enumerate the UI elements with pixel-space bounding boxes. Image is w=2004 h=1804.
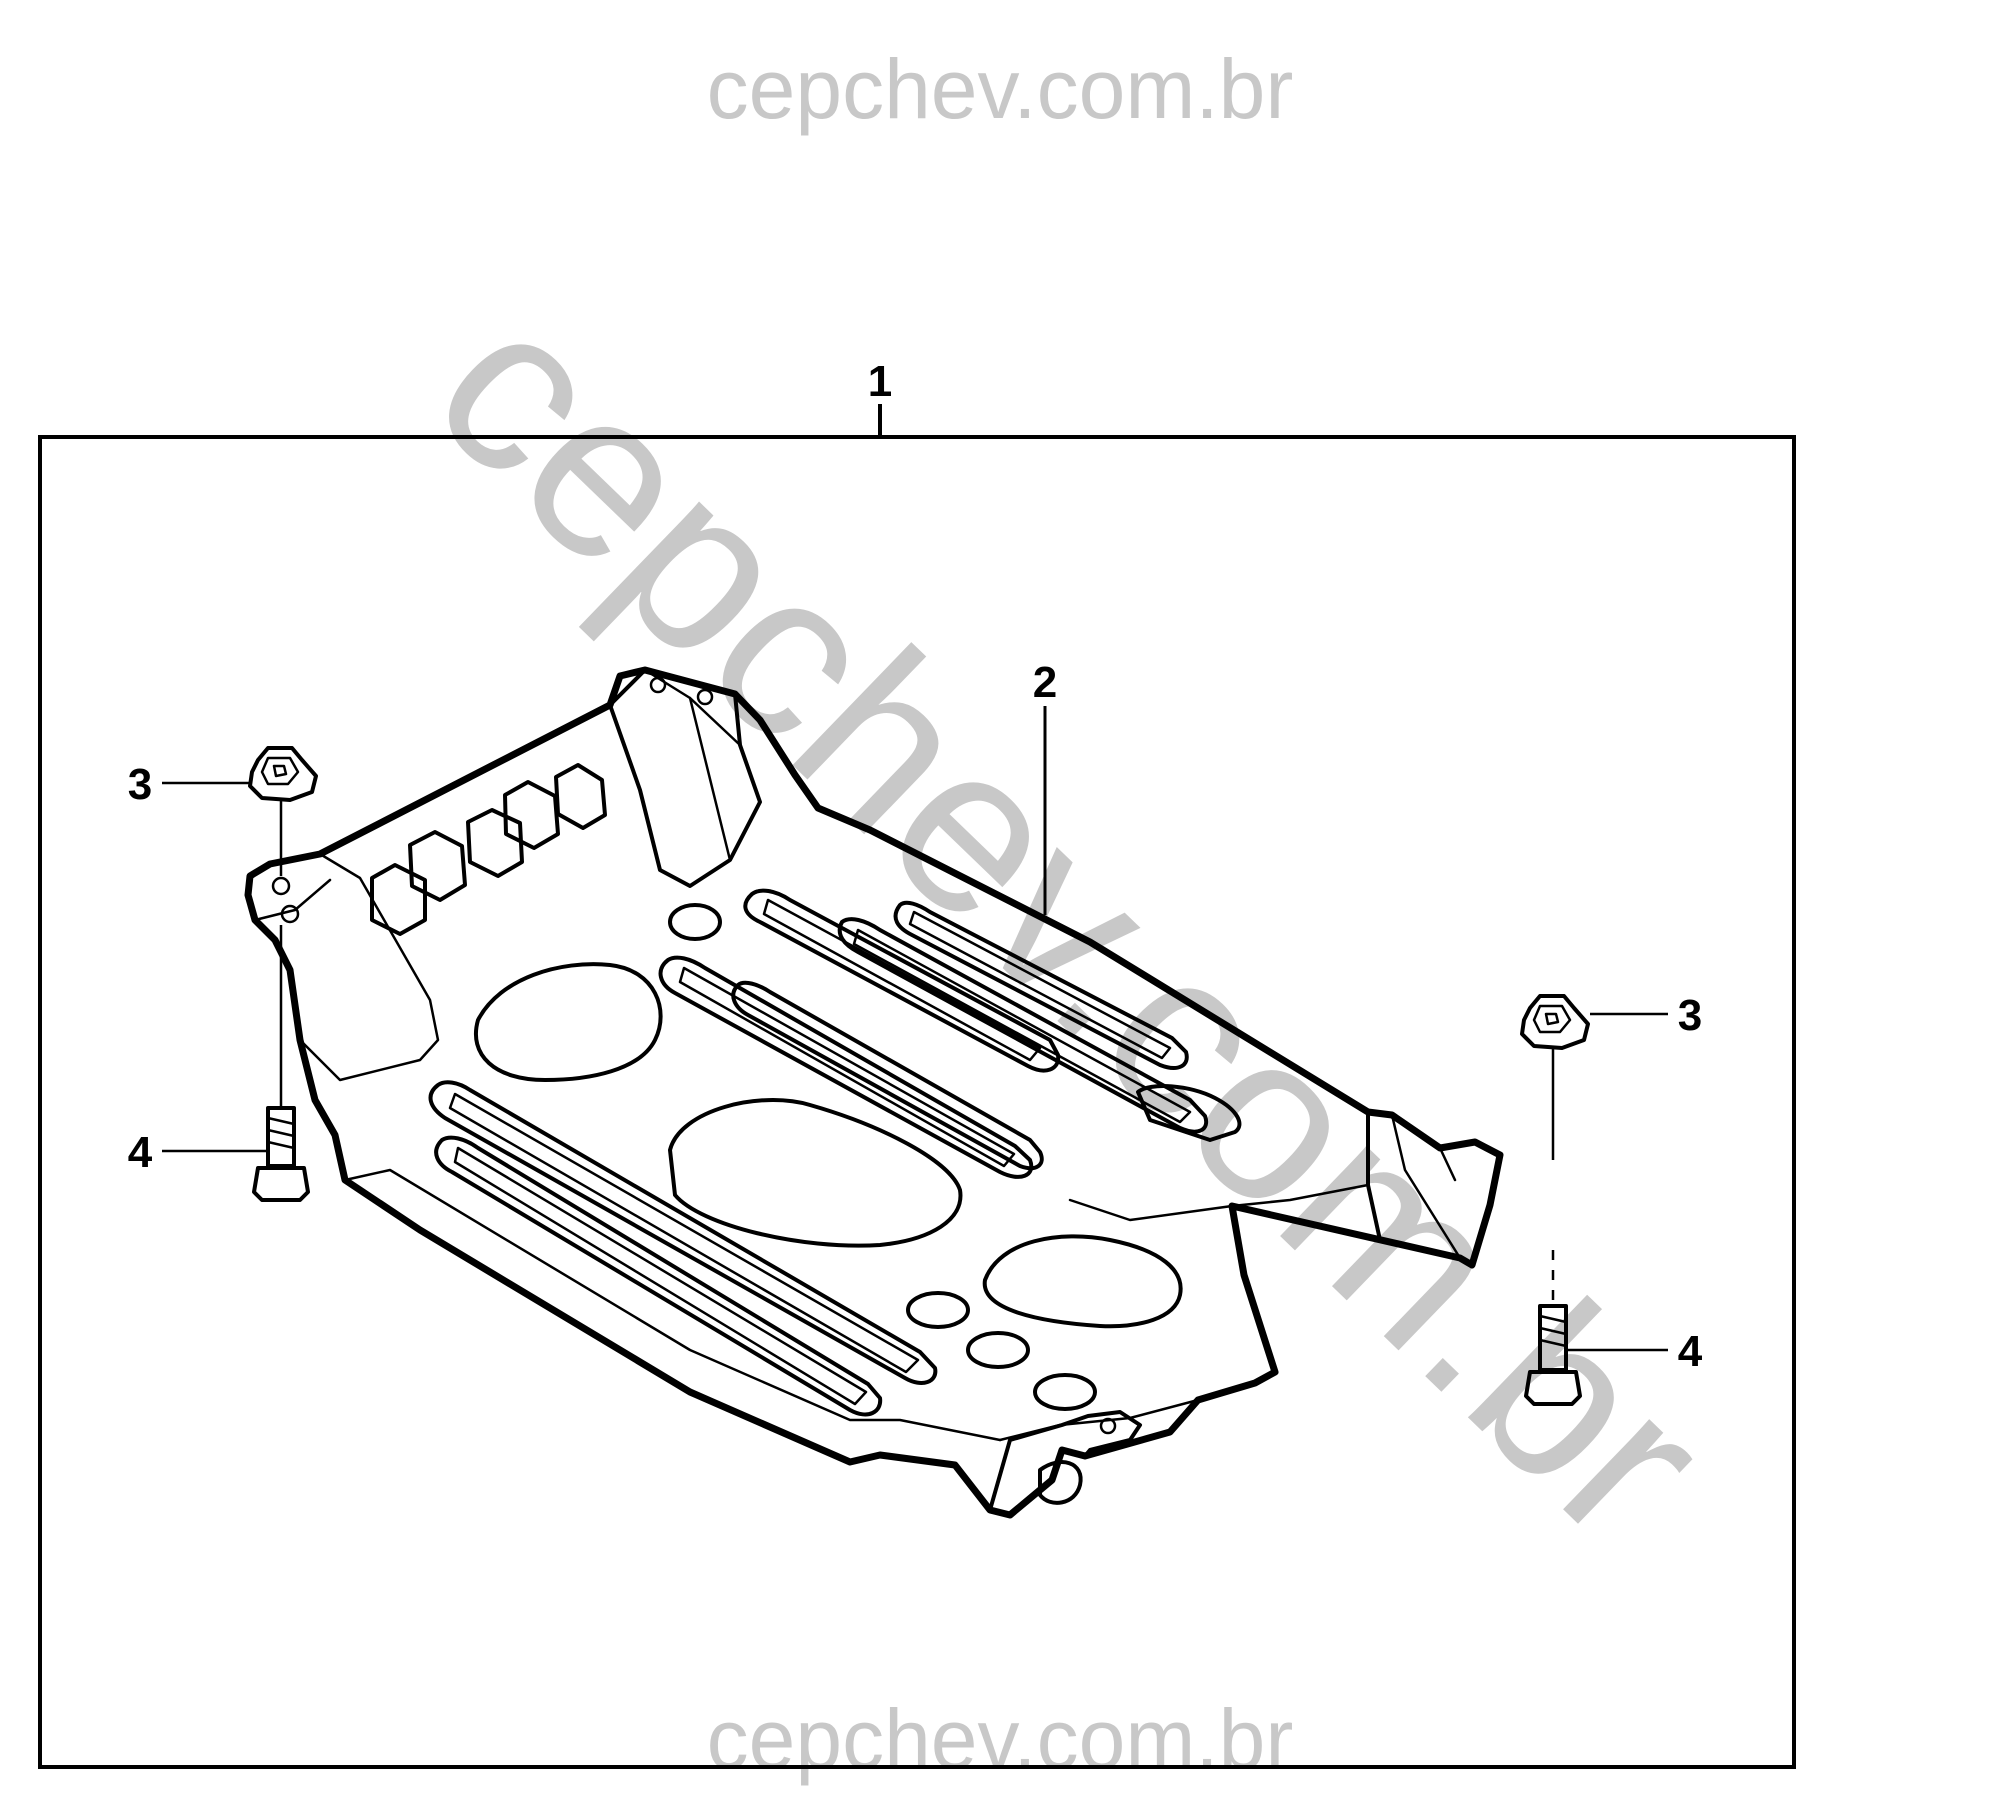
watermark-bottom: cepchev.com.br — [707, 1692, 1294, 1786]
assembly-frame — [38, 435, 1796, 1769]
drain-hole — [668, 903, 722, 941]
vent-hole — [554, 763, 607, 830]
opening-left — [474, 962, 663, 1082]
callout-4-right: 4 — [1678, 1327, 1703, 1376]
right-bracket — [1366, 1110, 1502, 1267]
watermark-diagonal: cepchev.com.br — [387, 254, 1756, 1589]
left-flange — [268, 852, 440, 1082]
callout-4-left: 4 — [128, 1128, 153, 1177]
vent-hole — [370, 863, 427, 936]
callout-3-left: 3 — [128, 760, 152, 809]
clip-nut-left — [248, 746, 318, 802]
callout-3-right: 3 — [1678, 991, 1702, 1040]
opening-right — [982, 1234, 1183, 1329]
rear-tab — [988, 1410, 1142, 1517]
front-rib — [608, 668, 762, 888]
vent-hole — [503, 780, 560, 850]
drain-hole — [906, 1291, 970, 1329]
vent-hole — [466, 808, 524, 878]
callout-2: 2 — [1033, 658, 1057, 707]
bolt-right — [1524, 1250, 1582, 1406]
clip-nut-right — [1520, 994, 1590, 1050]
watermark-top: cepchev.com.br — [707, 42, 1294, 136]
skid-plate — [244, 666, 1504, 1519]
vent-hole — [408, 830, 467, 902]
callout-1: 1 — [868, 357, 892, 406]
slot-group — [428, 888, 1242, 1417]
drain-hole — [1033, 1373, 1097, 1411]
opening-center — [668, 1098, 963, 1248]
drain-hole — [966, 1331, 1030, 1369]
bolt-left — [252, 925, 310, 1202]
skid-plate-outline — [244, 666, 1504, 1519]
